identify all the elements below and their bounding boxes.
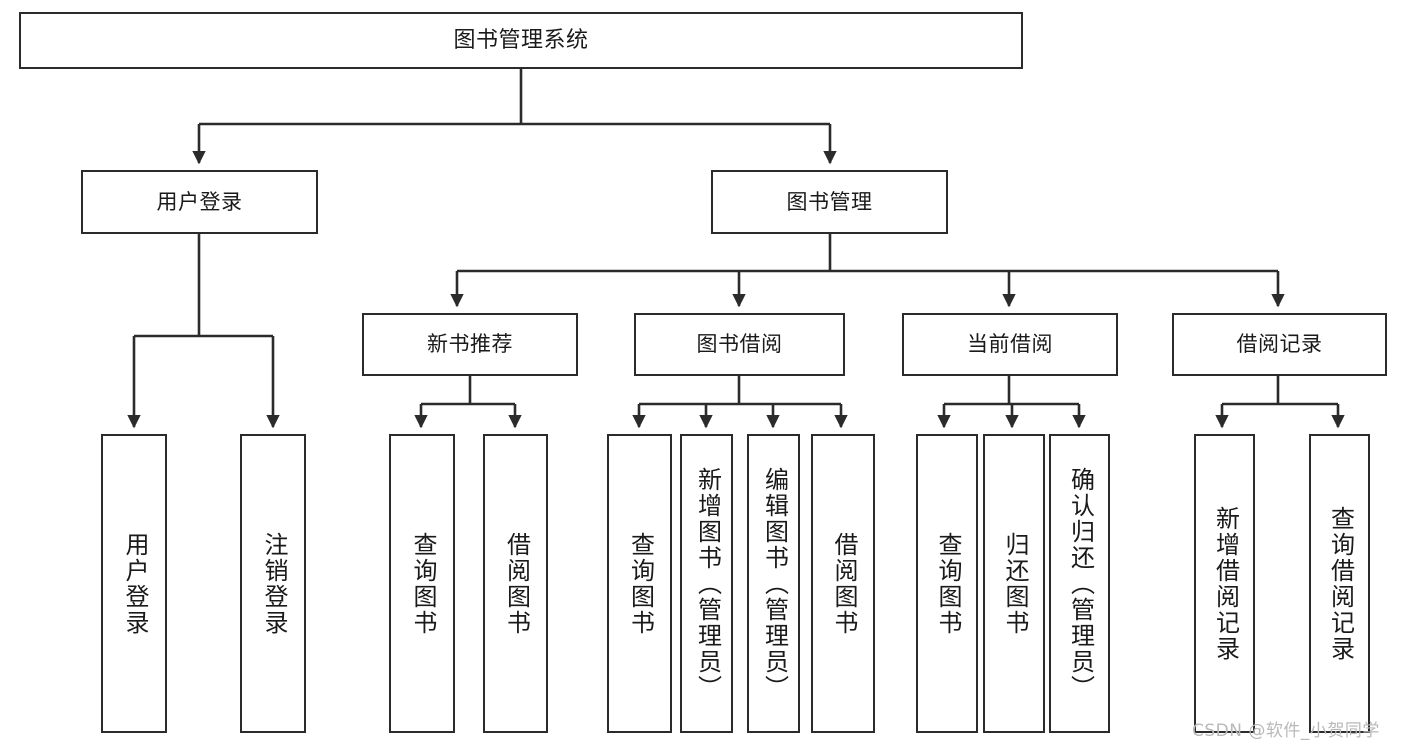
leaf-borrow-record-query[interactable]: 查询借阅记录 [1309,434,1370,733]
leaf-borrow-record-add[interactable]: 新增借阅记录 [1194,434,1255,733]
leaf-current-borrow-return[interactable]: 归还图书 [983,434,1045,733]
leaf-book-borrow-borrow-label: 借阅图书 [829,531,858,636]
leaf-current-borrow-query-label: 查询图书 [933,531,962,636]
node-new-book-recommend-label: 新书推荐 [427,332,513,357]
node-user-login[interactable]: 用户登录 [81,170,318,234]
leaf-book-borrow-edit[interactable]: 编辑图书（管理员） [747,434,800,733]
leaf-current-borrow-confirm-label: 确认归还（管理员） [1066,466,1095,701]
node-root[interactable]: 图书管理系统 [19,12,1023,69]
leaf-current-borrow-query[interactable]: 查询图书 [916,434,978,733]
leaf-user-login-login-label: 用户登录 [120,531,149,636]
leaf-book-borrow-query[interactable]: 查询图书 [607,434,672,733]
node-root-label: 图书管理系统 [453,27,589,53]
node-book-borrow[interactable]: 图书借阅 [634,313,845,376]
leaf-user-login-login[interactable]: 用户登录 [101,434,167,733]
node-borrow-record-label: 借阅记录 [1236,332,1323,357]
node-user-login-label: 用户登录 [156,189,243,214]
csdn-watermark: CSDN @软件_小贺同学 [1192,721,1380,741]
leaf-book-borrow-add[interactable]: 新增图书（管理员） [680,434,733,733]
leaf-book-borrow-edit-label: 编辑图书（管理员） [760,466,789,701]
leaf-new-book-query-label: 查询图书 [408,531,437,636]
node-current-borrow[interactable]: 当前借阅 [902,313,1118,376]
leaf-user-login-logout-label: 注销登录 [259,531,288,636]
node-borrow-record[interactable]: 借阅记录 [1172,313,1387,376]
leaf-borrow-record-query-label: 查询借阅记录 [1326,505,1355,662]
leaf-borrow-record-add-label: 新增借阅记录 [1211,505,1240,662]
leaf-new-book-query[interactable]: 查询图书 [389,434,455,733]
leaf-current-borrow-confirm[interactable]: 确认归还（管理员） [1049,434,1110,733]
node-current-borrow-label: 当前借阅 [967,332,1053,357]
leaf-current-borrow-return-label: 归还图书 [1000,531,1029,636]
node-book-management-label: 图书管理 [786,189,873,214]
node-book-borrow-label: 图书借阅 [696,332,783,357]
leaf-new-book-borrow-label: 借阅图书 [502,531,531,636]
leaf-book-borrow-borrow[interactable]: 借阅图书 [811,434,875,733]
node-book-management[interactable]: 图书管理 [711,170,948,234]
leaf-book-borrow-add-label: 新增图书（管理员） [693,466,722,701]
node-new-book-recommend[interactable]: 新书推荐 [362,313,578,376]
leaf-book-borrow-query-label: 查询图书 [626,531,655,636]
leaf-user-login-logout[interactable]: 注销登录 [240,434,306,733]
leaf-new-book-borrow[interactable]: 借阅图书 [483,434,548,733]
